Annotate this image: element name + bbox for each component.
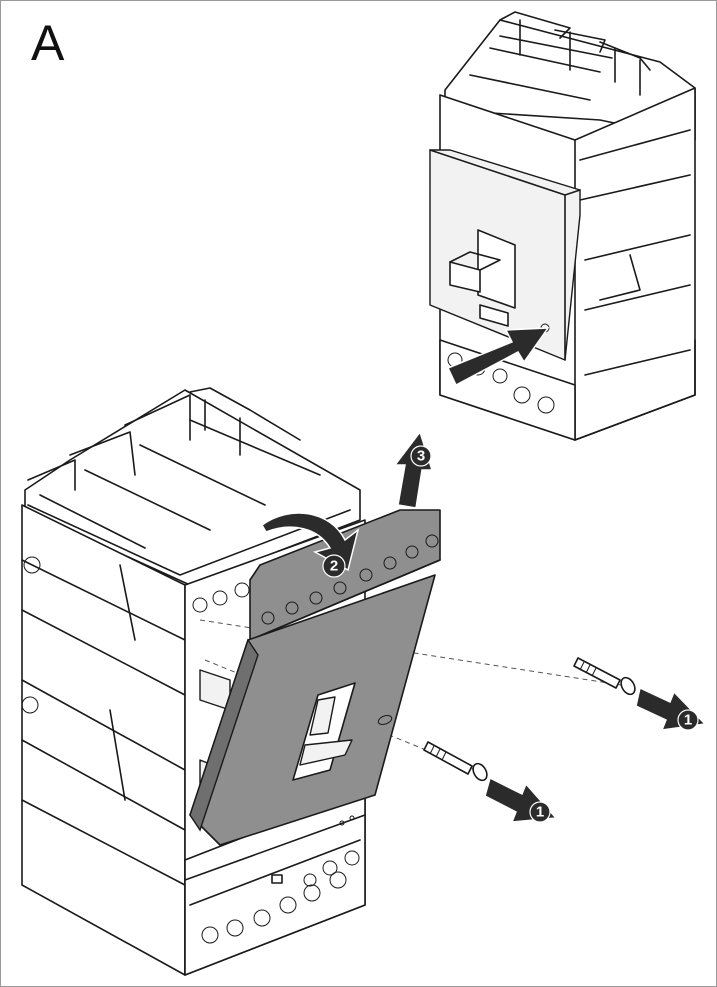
svg-text:1: 1 — [536, 804, 544, 821]
step-1-badge-upper: 1 — [677, 709, 699, 731]
svg-text:2: 2 — [330, 558, 338, 575]
panel-label: A — [31, 15, 65, 71]
screw-upper — [573, 657, 636, 696]
step-1-badge-lower: 1 — [529, 801, 551, 823]
step-2-badge: 2 — [322, 554, 346, 578]
step-3-badge: 3 — [410, 445, 432, 467]
step-3-arrow — [393, 430, 434, 509]
front-cover — [189, 509, 441, 846]
insert-arrow — [446, 327, 550, 387]
svg-text:3: 3 — [417, 448, 425, 465]
svg-text:1: 1 — [684, 712, 692, 729]
screw-lower — [423, 741, 488, 782]
